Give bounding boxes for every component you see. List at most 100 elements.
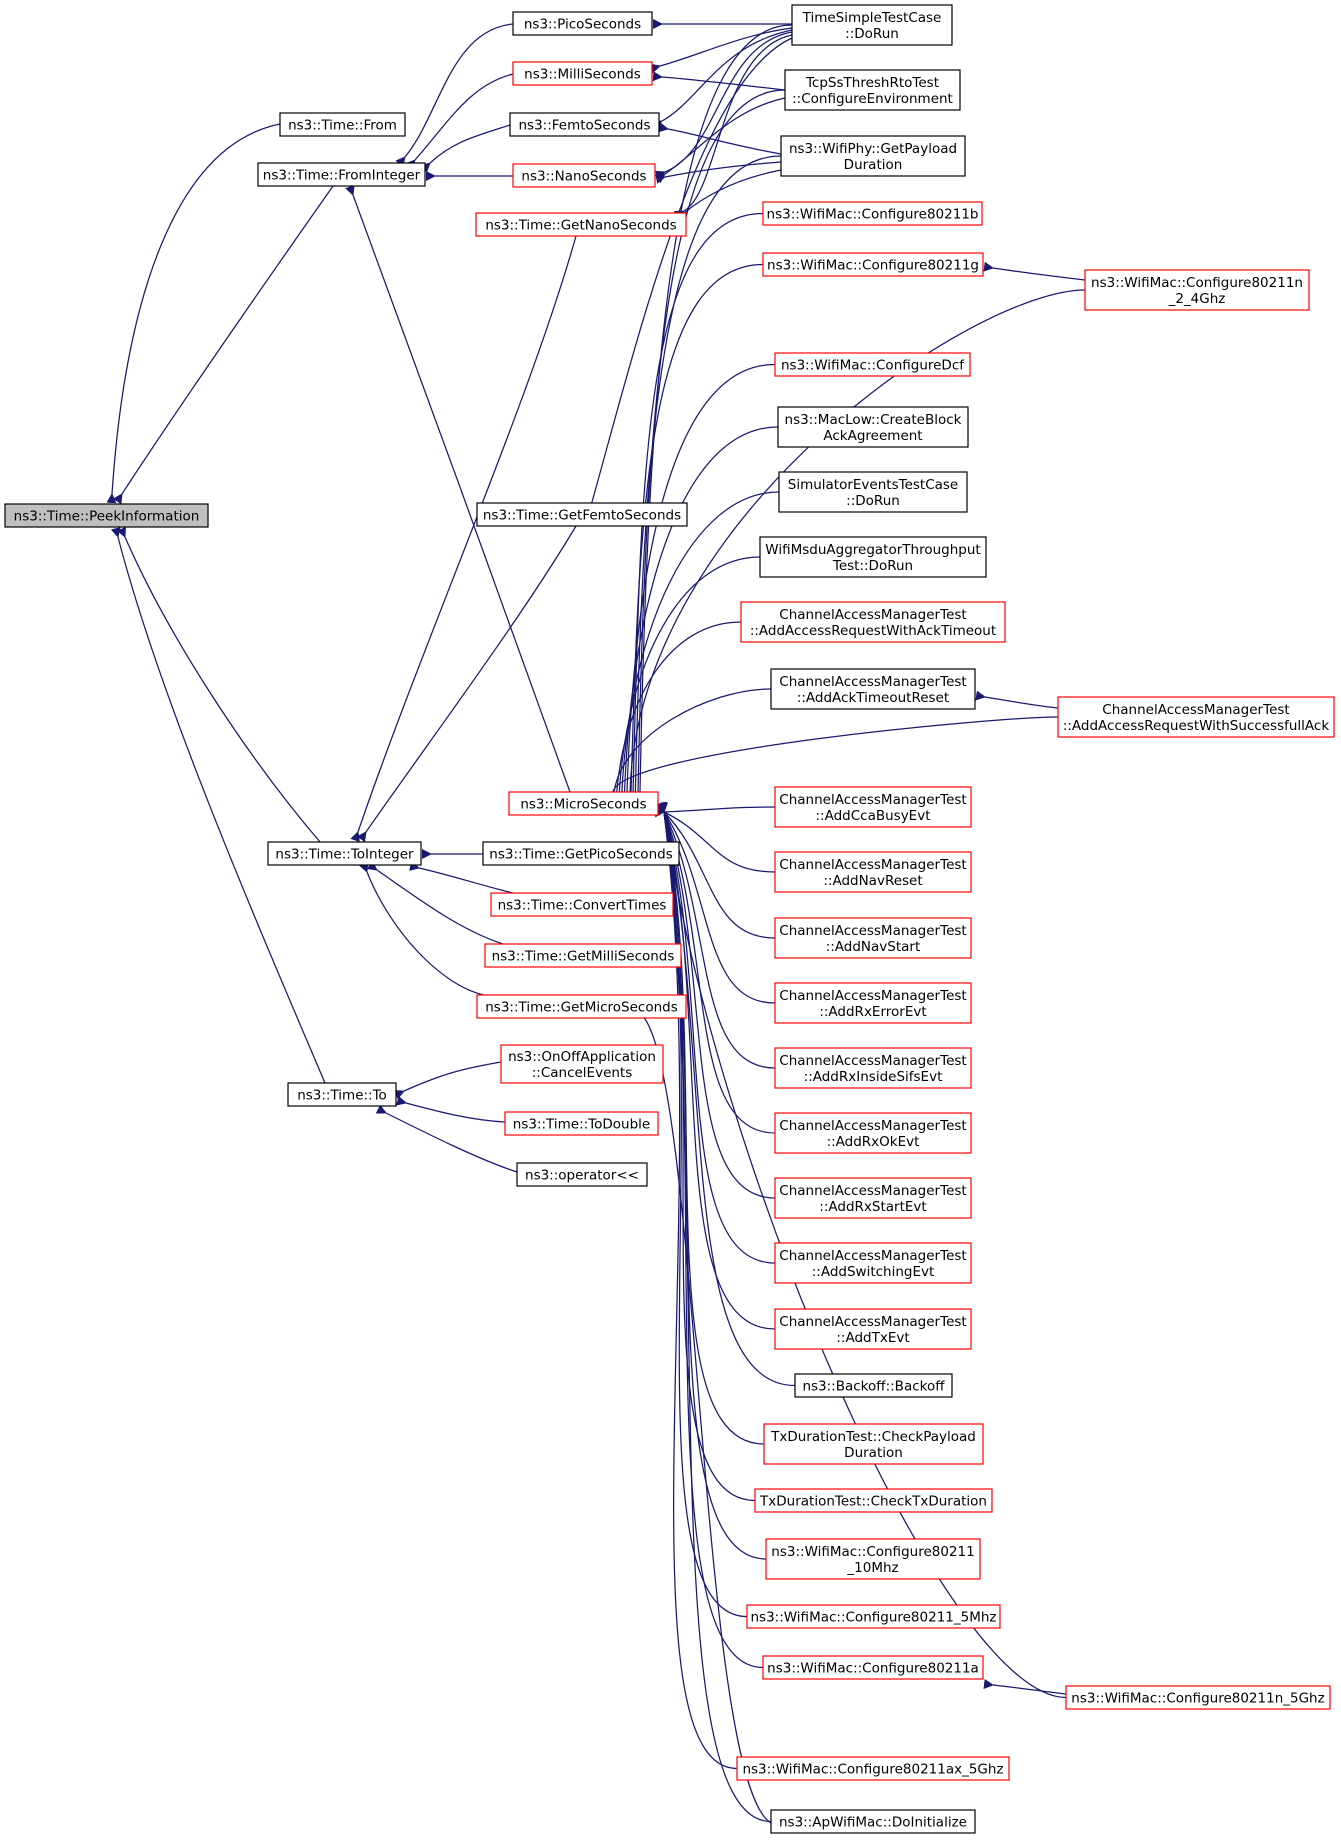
edge-c80211a-to-micro — [657, 802, 764, 1669]
node-label: ChannelAccessManagerTest — [779, 923, 966, 939]
node-simev[interactable]: SimulatorEventsTestCase::DoRun — [778, 471, 968, 513]
edge-getmicro-to-toint — [359, 861, 485, 996]
node-nano[interactable]: ns3::NanoSeconds — [512, 163, 656, 188]
edge-timesimple-to-milli — [649, 27, 793, 74]
node-label: ns3::WifiMac::Configure80211_5Mhz — [750, 1610, 996, 1626]
node-label: ::AddSwitchingEvt — [812, 1264, 935, 1280]
node-box — [762, 201, 983, 226]
node-addcca[interactable]: ChannelAccessManagerTest::AddCcaBusyEvt — [774, 786, 972, 828]
node-box — [484, 943, 682, 968]
node-femto[interactable]: ns3::FemtoSeconds — [509, 112, 660, 137]
edge-addreqsucc-to-micro — [606, 716, 1059, 802]
edge-toint-to-peek — [116, 526, 321, 843]
node-addreqack[interactable]: ChannelAccessManagerTest::AddAccessReque… — [740, 601, 1006, 643]
node-addreqsucc[interactable]: ChannelAccessManagerTest::AddAccessReque… — [1057, 696, 1335, 738]
node-box — [774, 1112, 972, 1154]
node-c8021110[interactable]: ns3::WifiMac::Configure80211_10Mhz — [765, 1538, 981, 1580]
node-addacktimeout[interactable]: ChannelAccessManagerTest::AddAckTimeoutR… — [770, 668, 976, 710]
node-c80211n24[interactable]: ns3::WifiMac::Configure80211n_2_4Ghz — [1084, 269, 1310, 311]
node-label: ChannelAccessManagerTest — [779, 1183, 966, 1199]
node-label: ::AddNavReset — [823, 873, 922, 889]
node-apwifi[interactable]: ns3::ApWifiMac::DoInitialize — [770, 1809, 976, 1834]
node-toint[interactable]: ns3::Time::ToInteger — [267, 841, 422, 866]
node-milli[interactable]: ns3::MilliSeconds — [512, 61, 653, 86]
node-micro[interactable]: ns3::MicroSeconds — [508, 791, 659, 816]
node-box — [482, 841, 680, 866]
node-addnavreset[interactable]: ChannelAccessManagerTest::AddNavReset — [774, 851, 972, 893]
node-box — [765, 1538, 981, 1580]
node-pico[interactable]: ns3::PicoSeconds — [512, 11, 653, 36]
node-box — [754, 1488, 993, 1513]
node-label: ChannelAccessManagerTest — [779, 607, 966, 623]
node-addrxerr[interactable]: ChannelAccessManagerTest::AddRxErrorEvt — [774, 982, 972, 1024]
node-box — [512, 163, 656, 188]
node-oplt[interactable]: ns3::operator<< — [516, 1162, 648, 1187]
node-label: ChannelAccessManagerTest — [779, 1118, 966, 1134]
node-backoff[interactable]: ns3::Backoff::Backoff — [794, 1373, 953, 1398]
node-c80211g[interactable]: ns3::WifiMac::Configure80211g — [762, 252, 984, 277]
node-box — [516, 1162, 648, 1187]
edge-wifiphy-to-micro — [630, 155, 782, 802]
node-cdcf[interactable]: ns3::WifiMac::ConfigureDcf — [774, 352, 971, 377]
node-getfemto[interactable]: ns3::Time::GetFemtoSeconds — [476, 502, 688, 527]
node-addtx[interactable]: ChannelAccessManagerTest::AddTxEvt — [774, 1308, 972, 1350]
node-from[interactable]: ns3::Time::From — [279, 112, 406, 137]
node-box — [740, 601, 1006, 643]
node-addrxstart[interactable]: ChannelAccessManagerTest::AddRxStartEvt — [774, 1177, 972, 1219]
node-getmilli[interactable]: ns3::Time::GetMilliSeconds — [484, 943, 682, 968]
node-c80211ax5[interactable]: ns3::WifiMac::Configure80211ax_5Ghz — [736, 1756, 1010, 1781]
node-box — [512, 11, 653, 36]
node-getpico[interactable]: ns3::Time::GetPicoSeconds — [482, 841, 680, 866]
node-addnavstart[interactable]: ChannelAccessManagerTest::AddNavStart — [774, 917, 972, 959]
node-txdur[interactable]: TxDurationTest::CheckTxDuration — [754, 1488, 993, 1513]
node-box — [774, 917, 972, 959]
node-getnano[interactable]: ns3::Time::GetNanoSeconds — [475, 212, 687, 237]
edge-c80211g-to-micro — [625, 263, 764, 802]
node-todouble[interactable]: ns3::Time::ToDouble — [504, 1111, 659, 1136]
node-addrxok[interactable]: ChannelAccessManagerTest::AddRxOkEvt — [774, 1112, 972, 1154]
node-onoff[interactable]: ns3::OnOffApplication::CancelEvents — [500, 1044, 664, 1084]
edge-addrxok-to-micro — [656, 801, 776, 1134]
node-box — [762, 1655, 984, 1680]
node-box — [763, 1423, 984, 1465]
edge-oplt-to-to — [375, 1104, 518, 1173]
node-label: ::AddAckTimeoutReset — [797, 690, 949, 706]
node-c80211a[interactable]: ns3::WifiMac::Configure80211a — [762, 1655, 984, 1680]
edge-cdcf-to-micro — [621, 363, 776, 802]
node-peek[interactable]: ns3::Time::PeekInformation — [4, 503, 209, 528]
node-box — [508, 791, 659, 816]
edge-addnavstart-to-micro — [654, 802, 776, 939]
node-label: ns3::WifiMac::Configure80211g — [767, 258, 979, 274]
edge-to-to-peek — [110, 527, 326, 1084]
node-fromint[interactable]: ns3::Time::FromInteger — [257, 162, 426, 187]
node-c802115[interactable]: ns3::WifiMac::Configure80211_5Mhz — [746, 1604, 1001, 1629]
node-label: ::AddCcaBusyEvt — [815, 808, 930, 824]
edge-todouble-to-to — [396, 1095, 506, 1123]
node-label: ns3::Time::GetPicoSeconds — [489, 847, 672, 863]
edge-pico-to-fromint — [395, 23, 514, 168]
node-convert[interactable]: ns3::Time::ConvertTimes — [490, 892, 674, 917]
node-addrxinside[interactable]: ChannelAccessManagerTest::AddRxInsideSif… — [774, 1047, 972, 1089]
node-box — [287, 1082, 397, 1107]
node-label: ns3::WifiMac::Configure80211b — [767, 207, 979, 223]
node-getmicro[interactable]: ns3::Time::GetMicroSeconds — [476, 994, 687, 1019]
edge-wifiphy-to-nano — [655, 161, 782, 184]
node-box — [774, 851, 972, 893]
node-label: Duration — [844, 1445, 903, 1461]
node-c80211b[interactable]: ns3::WifiMac::Configure80211b — [762, 201, 983, 226]
node-to[interactable]: ns3::Time::To — [287, 1082, 397, 1107]
node-label: ns3::FemtoSeconds — [518, 118, 650, 134]
node-label: ns3::Time::To — [297, 1088, 387, 1104]
edge-timesimple-to-nano — [654, 31, 793, 180]
node-tcpss[interactable]: TcpSsThreshRtoTest::ConfigureEnvironment — [784, 69, 961, 111]
node-label: ChannelAccessManagerTest — [779, 857, 966, 873]
node-addswitch[interactable]: ChannelAccessManagerTest::AddSwitchingEv… — [774, 1242, 972, 1284]
node-box — [267, 841, 422, 866]
node-timesimple[interactable]: TimeSimpleTestCase::DoRun — [791, 4, 953, 46]
node-c80211n5[interactable]: ns3::WifiMac::Configure80211n_5Ghz — [1065, 1685, 1331, 1710]
node-label: ChannelAccessManagerTest — [779, 674, 966, 690]
